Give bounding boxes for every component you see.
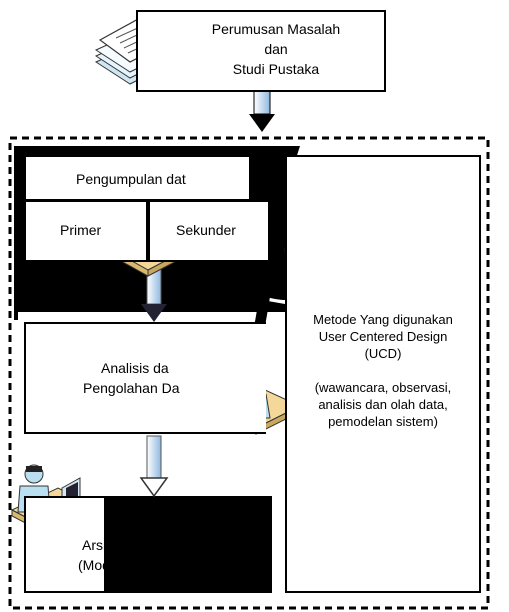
problem-title-line3: Studi Pustaka xyxy=(232,61,320,77)
problem-title-line2: dan xyxy=(264,41,288,57)
architecture-line1: Arsit xyxy=(82,537,110,553)
analysis-line2: Pengolahan Da xyxy=(83,380,180,396)
analysis-line1: Analisis da xyxy=(101,360,169,376)
arrow-1-icon xyxy=(249,87,275,132)
method-line3: (UCD) xyxy=(364,346,402,361)
arrow-3-icon xyxy=(139,435,169,498)
method-line6: pemodelan sistem) xyxy=(328,414,438,429)
primary-label: Primer xyxy=(60,222,102,238)
method-line1: Metode Yang digunakan xyxy=(313,312,453,327)
problem-box xyxy=(136,10,386,92)
method-panel xyxy=(285,155,481,593)
collection-label: Pengumpulan dat xyxy=(76,171,186,187)
architecture-line2: (Model xyxy=(78,557,121,573)
analysis-box xyxy=(24,322,266,434)
architecture-label-backing xyxy=(78,535,102,575)
secondary-label: Sekunder xyxy=(176,222,236,238)
method-line4: (wawancara, observasi, xyxy=(314,380,452,395)
collection-box xyxy=(24,155,249,201)
problem-title-line1: Perumusan Masalah xyxy=(211,21,341,37)
primary-box xyxy=(24,200,148,262)
method-line5: analisis dan olah data, xyxy=(318,397,448,412)
method-line2: User Centered Design xyxy=(318,329,448,344)
secondary-box xyxy=(148,200,270,262)
dashed-frame xyxy=(8,136,490,610)
black-region-bottom xyxy=(95,496,272,593)
